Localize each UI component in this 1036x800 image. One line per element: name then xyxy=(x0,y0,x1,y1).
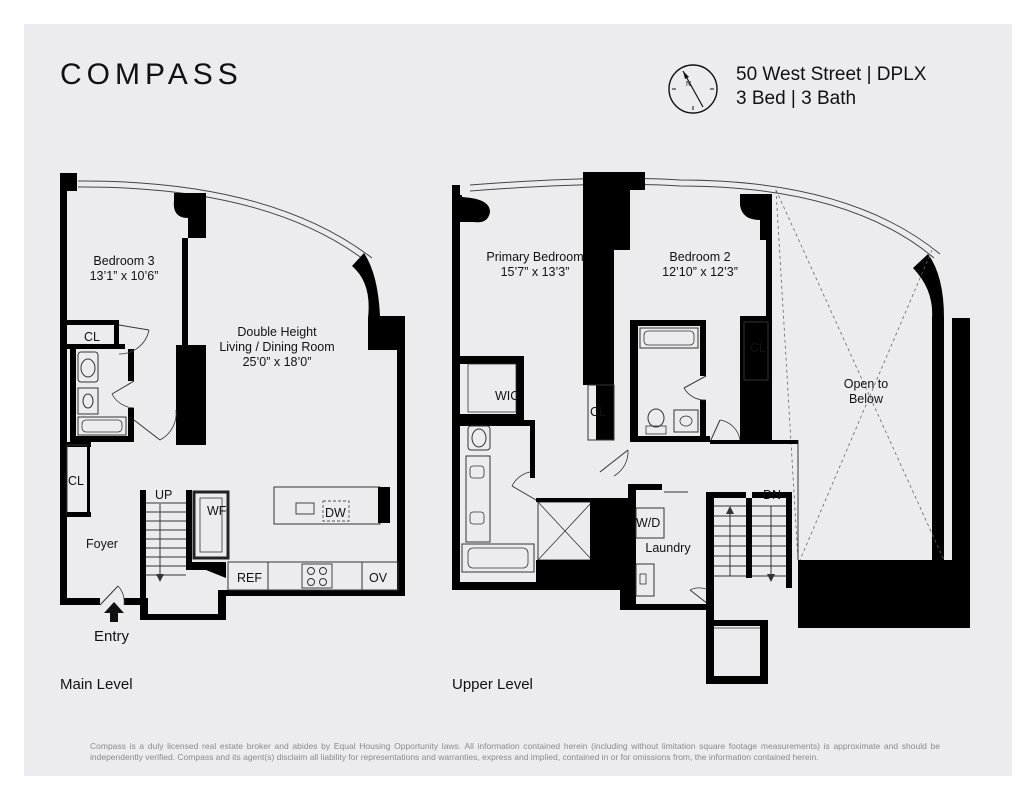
closet-label: CL xyxy=(68,474,84,488)
washer-dryer-label: W/D xyxy=(636,516,661,530)
entry-label: Entry xyxy=(94,628,130,645)
main-level-plan xyxy=(60,173,405,620)
room-dimensions: 15’7” x 13’3” xyxy=(500,265,570,279)
north-compass-icon: N xyxy=(668,64,718,114)
room-dimensions: 13’1” x 10’6” xyxy=(89,269,159,283)
closet-label: CL xyxy=(750,341,766,355)
stairs-up-label: UP xyxy=(155,488,173,502)
closet-label: CL xyxy=(590,405,606,419)
walk-in-closet-label: WIC xyxy=(495,389,520,403)
room-primary-bedroom: Primary Bedroom 15’7” x 13’3” xyxy=(480,250,590,280)
property-summary: 3 Bed | 3 Bath xyxy=(736,88,857,109)
room-dimensions: 25’0” x 18’0” xyxy=(242,355,312,369)
room-laundry: Laundry xyxy=(642,541,694,556)
room-name: Bedroom 3 xyxy=(93,254,155,268)
main-level-label: Main Level xyxy=(60,676,133,693)
room-bedroom-3: Bedroom 3 13’1” x 10’6” xyxy=(86,254,162,284)
room-name: Primary Bedroom xyxy=(486,250,584,264)
upper-level-label: Upper Level xyxy=(452,676,533,693)
room-name-line1: Double Height xyxy=(237,325,317,339)
property-title: 50 West Street | DPLX 3 Bed | 3 Bath xyxy=(736,63,926,111)
legal-disclaimer: Compass is a duly licensed real estate b… xyxy=(90,741,940,762)
closet-label: CL xyxy=(84,330,100,344)
compass-logo: COMPASS xyxy=(60,58,243,91)
wine-fridge-label: WF xyxy=(207,504,227,518)
room-name: Bedroom 2 xyxy=(669,250,731,264)
dishwasher-label: DW xyxy=(325,506,346,520)
room-dimensions: 12’10” x 12’3” xyxy=(662,265,738,279)
open-label-line2: Below xyxy=(848,392,884,406)
open-to-below-area: Open to Below xyxy=(836,377,896,407)
property-address: 50 West Street | DPLX xyxy=(736,64,927,85)
room-name-line2: Living / Dining Room xyxy=(219,340,335,354)
svg-text:N: N xyxy=(686,81,691,88)
room-living-dining: Double Height Living / Dining Room 25’0”… xyxy=(212,325,342,370)
upper-level-plan xyxy=(452,172,970,684)
up-arrow-icon xyxy=(104,602,124,622)
oven-label: OV xyxy=(369,571,388,585)
room-name: Laundry xyxy=(645,541,691,555)
room-name: Foyer xyxy=(86,537,118,551)
open-label-line1: Open to xyxy=(843,377,889,391)
stairs-down-label: DN xyxy=(763,488,782,502)
room-foyer: Foyer xyxy=(84,537,120,552)
room-bedroom-2: Bedroom 2 12’10” x 12’3” xyxy=(660,250,740,280)
refrigerator-label: REF xyxy=(237,571,262,585)
